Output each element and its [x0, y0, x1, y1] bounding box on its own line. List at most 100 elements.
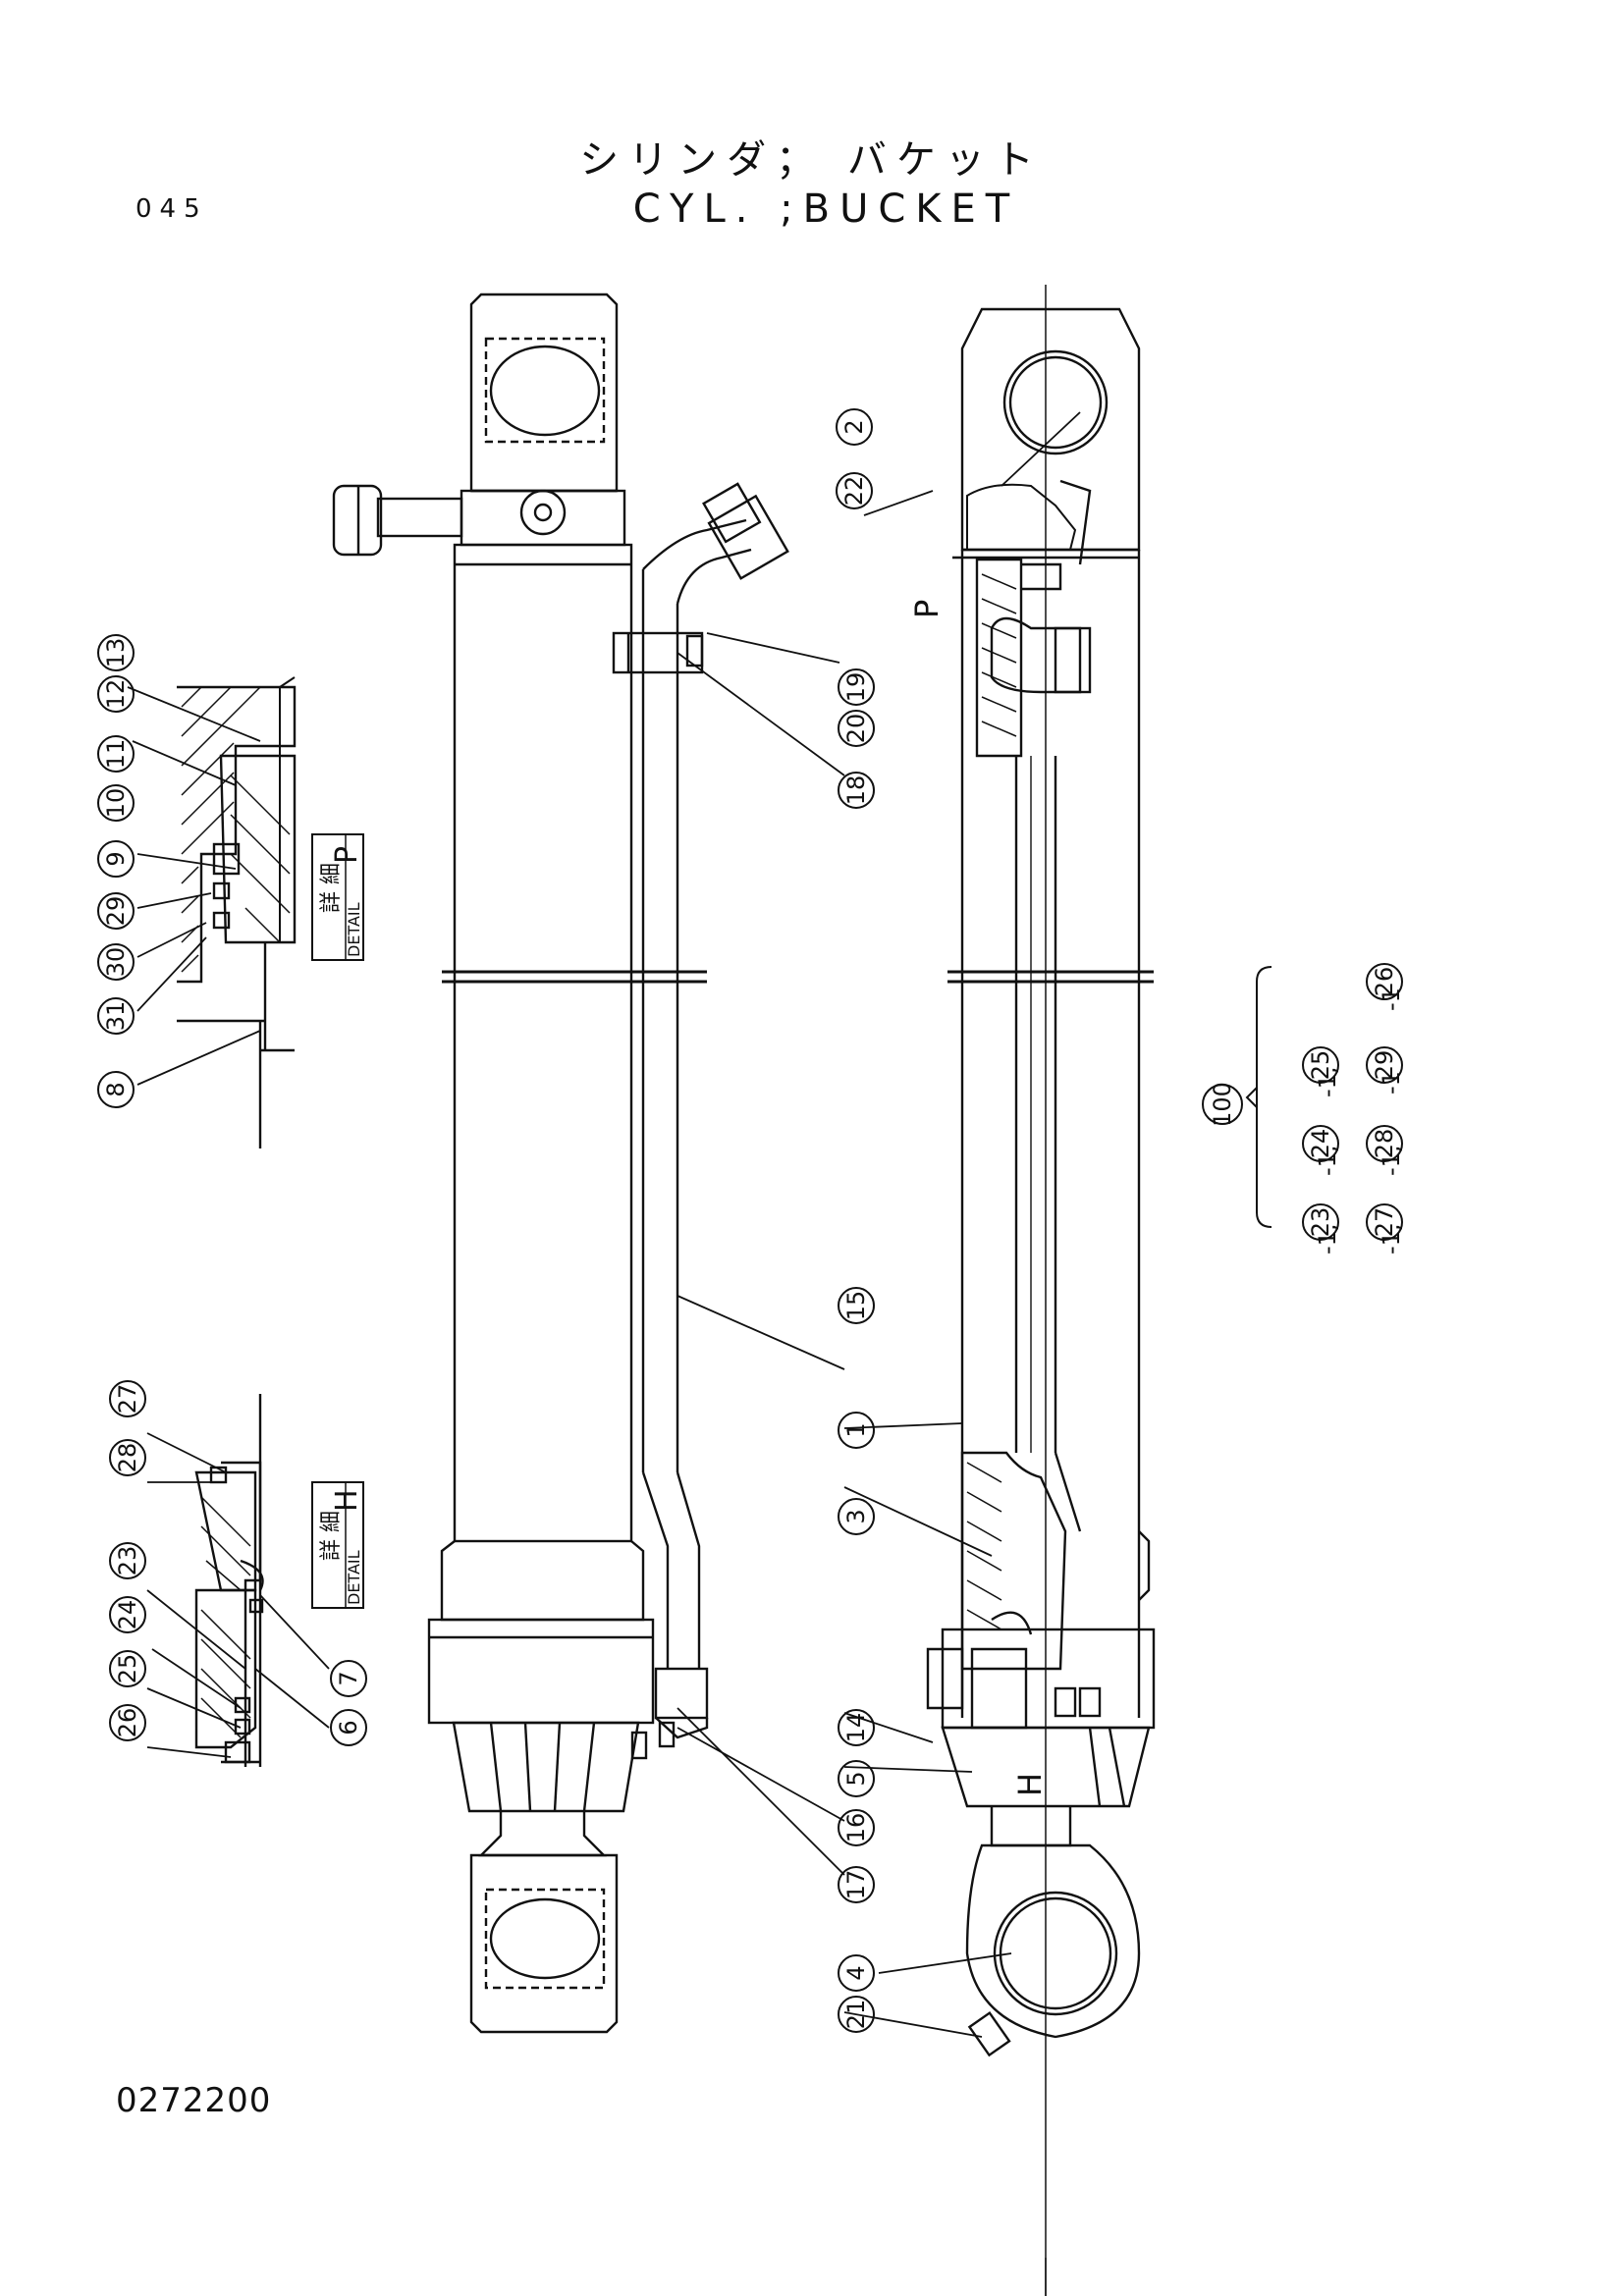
kit-item-24[interactable]: 24-1, [1302, 1125, 1341, 1176]
callout-22[interactable]: 22 [836, 472, 873, 509]
svg-text:4: 4 [842, 1965, 870, 1980]
svg-text:-1,: -1, [1378, 1223, 1405, 1255]
svg-text:11: 11 [102, 739, 130, 770]
callout-6[interactable]: 6 [330, 1709, 367, 1746]
callout-23[interactable]: 23 [109, 1542, 146, 1579]
svg-text:21: 21 [842, 2000, 870, 2030]
svg-text:30: 30 [102, 947, 130, 978]
detail-h-letter: H [330, 1489, 364, 1512]
svg-text:10: 10 [102, 788, 130, 819]
callout-10[interactable]: 10 [97, 784, 135, 822]
callout-30[interactable]: 30 [97, 943, 135, 981]
callout-25[interactable]: 25 [109, 1650, 146, 1687]
svg-text:9: 9 [102, 851, 130, 866]
kit-item-25[interactable]: 25-1, [1302, 1046, 1341, 1097]
callout-13[interactable]: 13 [97, 634, 135, 671]
page-number: 045 [135, 194, 208, 224]
detail-p-jp: 詳 細 [319, 863, 344, 913]
svg-text:20: 20 [842, 714, 870, 744]
svg-text:8: 8 [102, 1082, 130, 1096]
svg-text:2: 2 [840, 419, 868, 434]
callout-1[interactable]: 1 [838, 1412, 875, 1449]
kit-item-27[interactable]: 27-1, [1366, 1203, 1405, 1255]
detail-p-letter: P [330, 846, 364, 864]
detail-h-en: DETAIL [345, 1550, 363, 1605]
svg-text:27: 27 [114, 1384, 141, 1415]
svg-text:14: 14 [842, 1713, 870, 1743]
callout-2[interactable]: 2 [836, 408, 873, 446]
svg-text:6: 6 [335, 1720, 362, 1735]
svg-text:15: 15 [842, 1291, 870, 1321]
detail-labels: 詳 細 DETAIL P 詳 細 DETAIL H P H [319, 600, 1049, 1796]
svg-text:7: 7 [335, 1671, 362, 1685]
callout-5[interactable]: 5 [838, 1760, 875, 1797]
svg-text:-1,: -1, [1314, 1145, 1341, 1176]
svg-text:26: 26 [114, 1708, 141, 1738]
callout-9[interactable]: 9 [97, 840, 135, 878]
callout-24[interactable]: 24 [109, 1596, 146, 1633]
svg-text:-1,: -1, [1314, 1223, 1341, 1255]
svg-text:24: 24 [114, 1600, 141, 1630]
svg-text:-1: -1 [1378, 988, 1405, 1011]
svg-text:22: 22 [840, 476, 868, 507]
detail-p-drawing [177, 676, 297, 1148]
leader-lines [127, 411, 1081, 2038]
callout-7[interactable]: 7 [330, 1660, 367, 1697]
detail-p-en: DETAIL [345, 902, 363, 957]
callout-29[interactable]: 29 [97, 892, 135, 930]
svg-text:16: 16 [842, 1813, 870, 1843]
callout-100[interactable]: 100 [1202, 1082, 1243, 1127]
svg-text:23: 23 [114, 1546, 141, 1576]
svg-text:25: 25 [1307, 1050, 1334, 1081]
kit-item-26[interactable]: 26-1 [1366, 963, 1405, 1011]
callout-21[interactable]: 21 [838, 1996, 875, 2033]
callout-balloons: 2 22 19 20 18 15 1 3 14 5 16 17 4 21 13 … [97, 408, 1405, 2033]
svg-text:28: 28 [114, 1443, 141, 1473]
svg-text:29: 29 [1371, 1050, 1398, 1081]
title-japanese: シリンダ； バケット [579, 137, 1044, 183]
kit-bracket [1245, 966, 1272, 1228]
callout-16[interactable]: 16 [838, 1809, 875, 1846]
kit-item-29[interactable]: 29-1 [1366, 1046, 1405, 1095]
detail-h-drawing [194, 1394, 264, 1767]
callout-26[interactable]: 26 [109, 1704, 146, 1741]
callout-19[interactable]: 19 [838, 668, 875, 706]
marker-p: P [908, 600, 946, 618]
callout-28[interactable]: 28 [109, 1439, 146, 1476]
kit-item-23[interactable]: 23-1, [1302, 1203, 1341, 1255]
svg-text:12: 12 [102, 679, 130, 710]
kit-item-28[interactable]: 28-1, [1366, 1125, 1405, 1176]
svg-text:-1,: -1, [1314, 1066, 1341, 1097]
svg-text:23: 23 [1307, 1207, 1334, 1238]
callout-18[interactable]: 18 [838, 772, 875, 809]
kit-row-top: 26-1 25-1, 29-1 24-1, 28-1, 23-1, 27-1, [1302, 963, 1405, 1255]
callout-8[interactable]: 8 [97, 1071, 135, 1108]
svg-text:19: 19 [842, 672, 870, 703]
detail-h-jp: 詳 細 [319, 1511, 344, 1561]
svg-text:27: 27 [1371, 1207, 1398, 1238]
svg-text:1: 1 [842, 1422, 870, 1437]
svg-text:5: 5 [842, 1771, 870, 1786]
svg-text:17: 17 [842, 1870, 870, 1900]
callout-15[interactable]: 15 [838, 1287, 875, 1324]
callout-20[interactable]: 20 [838, 710, 875, 747]
title-english: CYL. ;BUCKET [632, 187, 1020, 232]
callout-14[interactable]: 14 [838, 1709, 875, 1746]
svg-text:28: 28 [1371, 1129, 1398, 1159]
detail-p-label-box [311, 833, 364, 961]
callout-31[interactable]: 31 [97, 997, 135, 1035]
right-cylinder [926, 285, 1156, 2296]
svg-text:-1: -1 [1378, 1071, 1405, 1095]
callout-4[interactable]: 4 [838, 1954, 875, 1992]
callout-12[interactable]: 12 [97, 675, 135, 713]
svg-text:26: 26 [1371, 967, 1398, 997]
callout-17[interactable]: 17 [838, 1866, 875, 1903]
callout-3[interactable]: 3 [838, 1498, 875, 1535]
svg-text:25: 25 [114, 1654, 141, 1684]
svg-text:29: 29 [102, 896, 130, 927]
callout-11[interactable]: 11 [97, 735, 135, 773]
left-cylinder [332, 293, 789, 2034]
svg-text:24: 24 [1307, 1129, 1334, 1159]
callout-27[interactable]: 27 [109, 1380, 146, 1417]
